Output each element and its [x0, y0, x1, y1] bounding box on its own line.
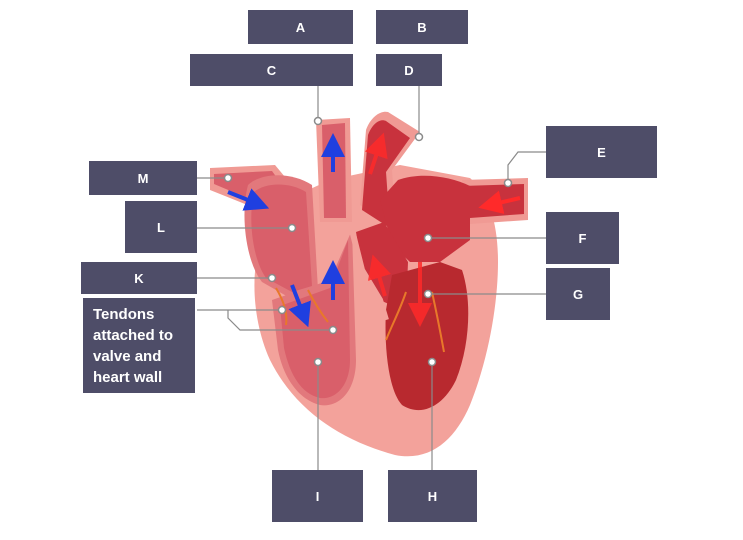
label-l: L — [125, 201, 197, 253]
right-atrium-inner — [251, 184, 312, 292]
arrow-icon — [288, 284, 311, 328]
left-ventricle — [385, 262, 469, 411]
label-c: C — [190, 54, 353, 86]
label-m: M — [89, 161, 197, 195]
tendon-left-2 — [431, 291, 445, 353]
label-f: F — [546, 212, 619, 264]
label-tendons: Tendons attached to valve and heart wall — [83, 298, 195, 393]
tendon-right-2 — [307, 289, 329, 323]
label-d: D — [376, 54, 442, 86]
label-i: I — [272, 470, 363, 522]
arrow-icon — [364, 132, 388, 175]
label-e: E — [546, 126, 657, 178]
leader-lines — [197, 86, 546, 470]
tendon-left-1 — [385, 291, 407, 341]
label-a: A — [248, 10, 353, 44]
arrow-icon — [227, 188, 270, 211]
label-k: K — [81, 262, 197, 294]
right-ventricle-inner — [280, 240, 350, 399]
septum — [349, 229, 389, 321]
leader-dots — [223, 116, 513, 367]
tendon-right-1 — [275, 287, 288, 326]
left-atrium — [380, 175, 470, 262]
label-h: H — [388, 470, 477, 522]
arrow-icon — [478, 190, 521, 214]
label-b: B — [376, 10, 468, 44]
arrow-icon — [367, 254, 391, 297]
label-g: G — [546, 268, 610, 320]
